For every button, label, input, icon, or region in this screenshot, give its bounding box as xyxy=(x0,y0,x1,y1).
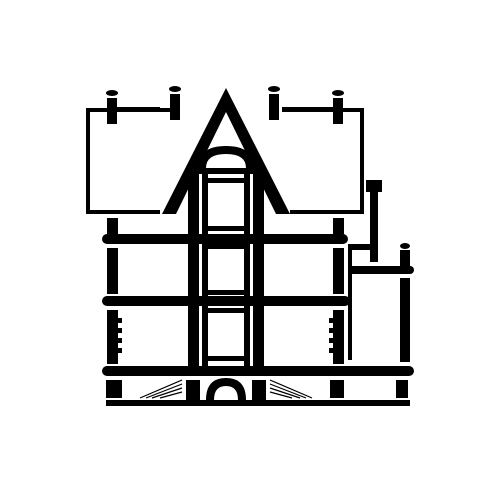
stairs-right xyxy=(269,379,313,399)
tower-right-pilaster xyxy=(253,168,264,366)
left-column-lower xyxy=(107,310,118,364)
annex-post xyxy=(400,278,410,362)
right-column-lower xyxy=(333,310,344,364)
floor-bands xyxy=(102,234,414,376)
floor-band-middle xyxy=(102,296,350,306)
gable-arch xyxy=(198,146,254,168)
roof-top-bar-right xyxy=(282,107,334,112)
side-columns xyxy=(107,218,344,364)
window-1-sill xyxy=(208,226,244,231)
finial-1 xyxy=(106,90,118,124)
window-2-sill xyxy=(208,290,244,295)
window-3-sill xyxy=(208,356,244,361)
window-2-head xyxy=(208,244,244,249)
chimney-stack xyxy=(370,192,378,262)
stairs-left xyxy=(139,379,183,399)
foundation xyxy=(106,378,410,406)
roof-finials xyxy=(106,86,344,124)
floor-band-base xyxy=(102,366,414,376)
foundation-line xyxy=(106,400,410,406)
roof-screen-left-outline xyxy=(86,108,176,214)
side-annex xyxy=(348,180,414,362)
door-arch xyxy=(206,378,246,400)
gable xyxy=(162,88,290,214)
gable-outline xyxy=(162,88,290,214)
window-1-head xyxy=(208,178,244,183)
annex-roof-bar xyxy=(348,266,414,274)
floor-band-upper xyxy=(102,234,348,244)
left-column-upper xyxy=(107,248,118,294)
roof-top-bar-left xyxy=(116,107,160,112)
right-column-upper xyxy=(333,248,344,294)
window-3-head xyxy=(208,308,244,313)
finial-2 xyxy=(169,86,181,120)
central-tower xyxy=(188,168,264,366)
roof-screen xyxy=(86,107,364,214)
finial-3 xyxy=(268,86,280,120)
finial-4 xyxy=(332,90,344,124)
tower-left-pilaster xyxy=(188,168,199,366)
chimney-cap xyxy=(366,180,382,192)
roof-screen-right-outline xyxy=(288,108,364,214)
